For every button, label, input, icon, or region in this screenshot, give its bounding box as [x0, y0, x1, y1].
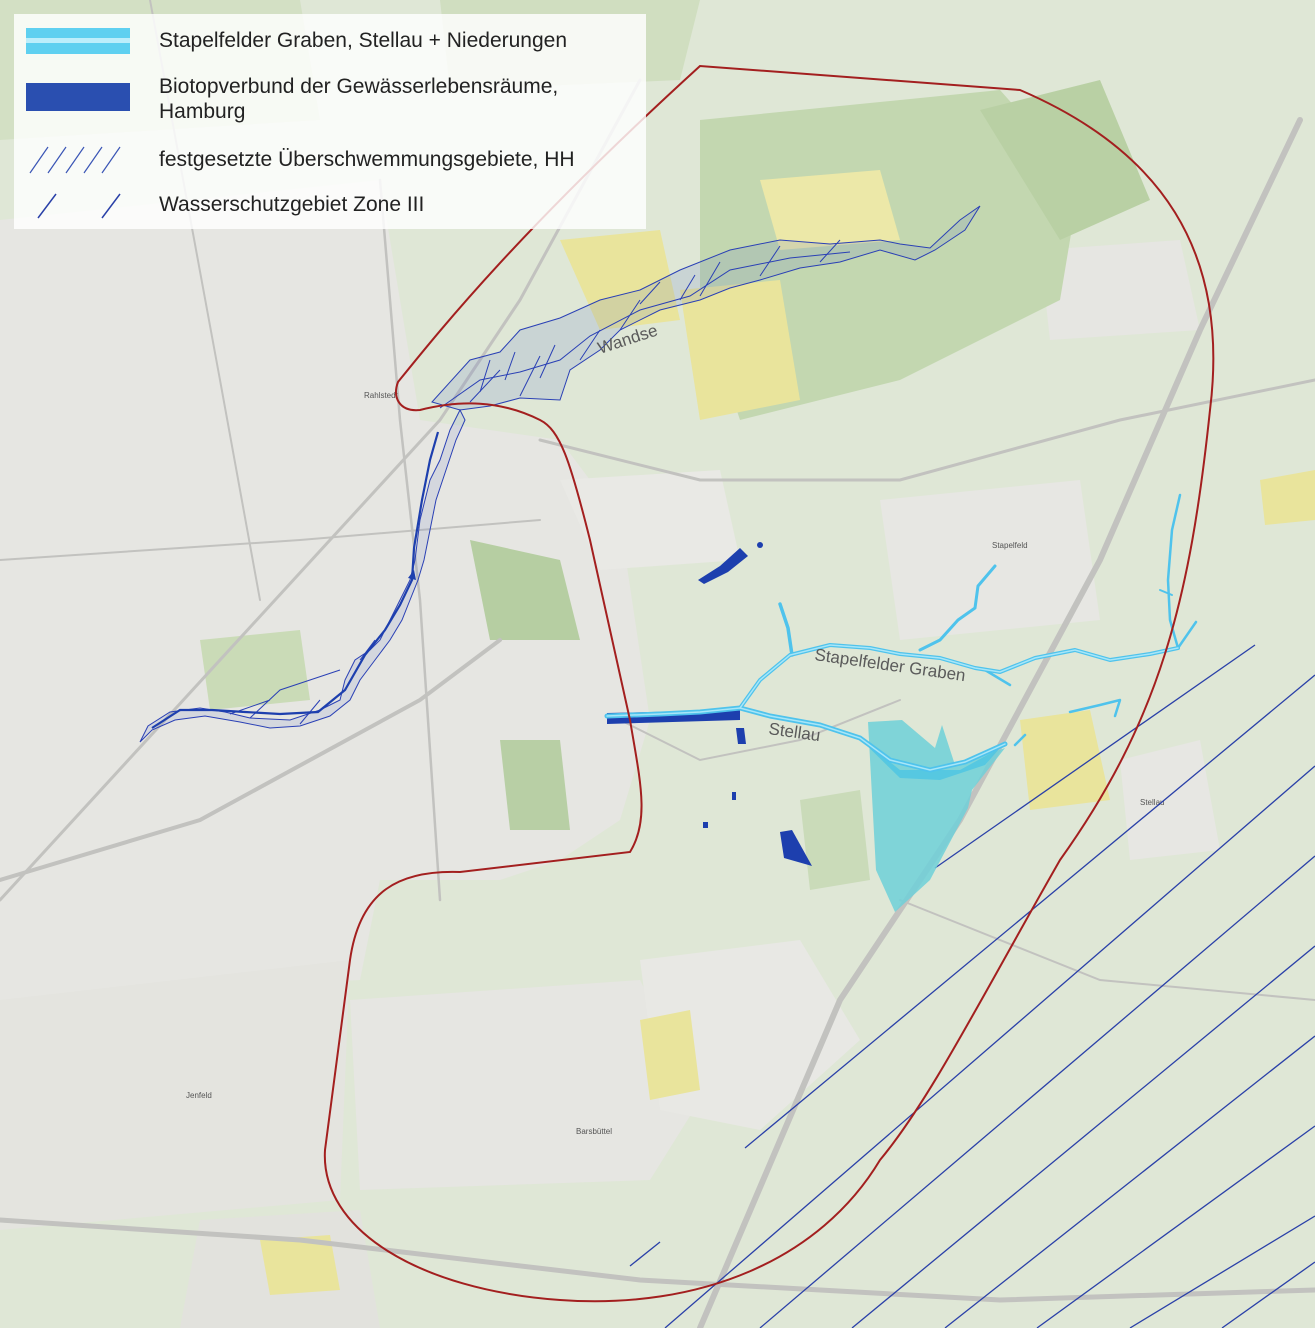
- legend-item-biotopverbund: Biotopverbund der Gewässerlebensräume, H…: [14, 69, 646, 139]
- rivers-light-blue-inner: [606, 644, 1179, 771]
- legend-label: Biotopverbund der Gewässerlebensräume, H…: [159, 75, 559, 123]
- sparse-hatch-icon: [37, 193, 121, 219]
- place-label-barsbuttel: Barsbüttel: [576, 1127, 612, 1136]
- light-blue-double-line-icon: [26, 28, 130, 54]
- place-label-jenfeld: Jenfeld: [186, 1091, 212, 1100]
- place-label-stellau-village: Stellau: [1140, 798, 1164, 807]
- wandse-flood-zone: [139, 205, 981, 743]
- dark-blue-fill-icon: [26, 83, 130, 111]
- dense-hatch-icon: [29, 146, 121, 174]
- legend-label: Wasserschutzgebiet Zone III: [159, 193, 425, 216]
- legend-label: festgesetzte Überschwemmungsgebiete, HH: [159, 148, 575, 171]
- map-legend: Stapelfelder Graben, Stellau + Niederung…: [14, 14, 646, 229]
- stellau-lowland: [856, 720, 1005, 912]
- wandse-stream-line: [151, 431, 440, 729]
- urban-areas: [0, 180, 1220, 1328]
- legend-item-ueberschwemmung: festgesetzte Überschwemmungsgebiete, HH: [14, 141, 646, 181]
- study-area-boundary: [323, 64, 1215, 1303]
- legend-item-stapelfelder: Stapelfelder Graben, Stellau + Niederung…: [14, 14, 646, 69]
- place-label-stapelfeld: Stapelfeld: [992, 541, 1028, 550]
- farmland-areas: [260, 170, 1315, 1295]
- place-label-rahlstedt: Rahlstedt: [364, 391, 399, 400]
- legend-item-wasserschutz: Wasserschutzgebiet Zone III: [14, 186, 646, 226]
- legend-label: Stapelfelder Graben, Stellau + Niederung…: [159, 29, 568, 52]
